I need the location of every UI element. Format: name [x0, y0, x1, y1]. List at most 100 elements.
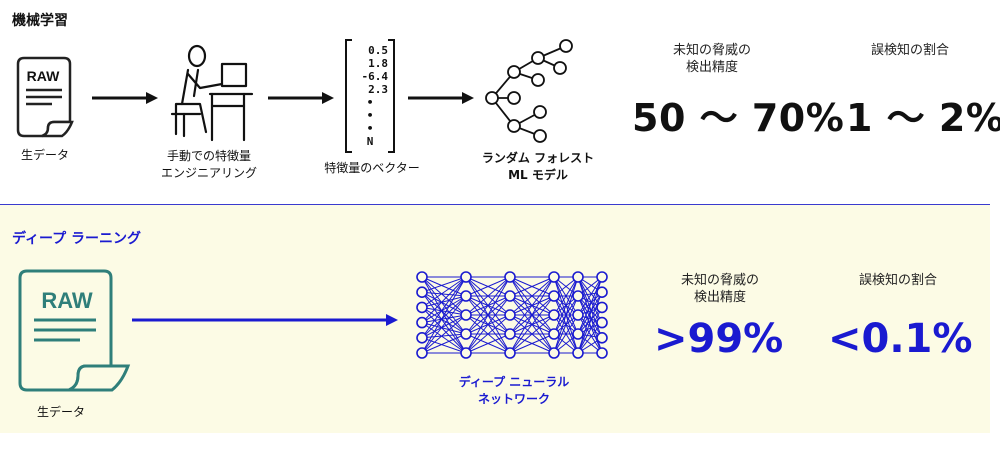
- nn-edge: [577, 276, 603, 335]
- vector-value: 0.5: [368, 44, 388, 57]
- nn-node: [596, 286, 608, 299]
- nn-node: [416, 347, 428, 359]
- dl-metric1-value: >99%: [654, 316, 784, 362]
- vector-value: 2.3: [368, 83, 388, 96]
- nn-node: [596, 301, 608, 314]
- dl-metric2-head: 誤検知の割合: [858, 273, 937, 288]
- ml-metric1-value: 50 〜 70%: [632, 96, 845, 140]
- nn-node: [548, 309, 560, 321]
- nn-node: [572, 271, 584, 283]
- nn-node: [416, 301, 428, 314]
- nn-edge: [421, 333, 467, 354]
- nn-node: [596, 271, 608, 283]
- vector-dot: •: [366, 109, 374, 122]
- nn-node: [572, 309, 584, 321]
- nn-node: [504, 309, 516, 321]
- nn-node: [460, 347, 472, 359]
- vector-value: -6.4: [361, 70, 389, 83]
- nn-node: [416, 271, 428, 283]
- vector-values: 0.5 1.8 -6.4 2.3 • • • N: [352, 44, 389, 148]
- nn-node: [416, 332, 428, 344]
- nn-edge: [465, 276, 511, 335]
- nn-node: [504, 347, 516, 359]
- neural-network-icon: [416, 271, 608, 359]
- dl-title: ディープ ラーニング: [12, 231, 142, 247]
- nn-edge: [421, 291, 467, 316]
- nn-edge: [577, 292, 603, 354]
- nn-edge: [553, 276, 579, 354]
- nn-edge: [577, 307, 603, 335]
- nn-edge: [577, 307, 603, 354]
- nn-label-1: ディープ ニューラル: [458, 375, 570, 389]
- arrow-right-icon: [92, 92, 158, 104]
- nn-edge: [553, 295, 579, 354]
- nn-node: [416, 316, 428, 329]
- nn-edge: [421, 276, 467, 335]
- nn-node: [572, 290, 584, 302]
- decision-tree-icon: [485, 39, 573, 143]
- nn-edge: [465, 276, 511, 316]
- nn-edge: [509, 314, 555, 354]
- nn-edge: [553, 314, 579, 354]
- nn-edge: [577, 295, 603, 354]
- document-icon: [16, 56, 74, 138]
- arrow-right-icon: [132, 314, 398, 326]
- ml-metric2-head: 誤検知の割合: [870, 43, 949, 58]
- engineering-label-1: 手動での特徴量: [166, 149, 251, 163]
- nn-edge: [509, 276, 555, 297]
- nn-edge: [465, 333, 511, 354]
- nn-edge: [421, 295, 467, 324]
- nn-edge: [465, 276, 511, 354]
- vector-dot: •: [366, 122, 374, 135]
- nn-edge: [577, 314, 603, 354]
- nn-edge: [421, 322, 467, 335]
- nn-edge: [465, 314, 511, 354]
- ml-metric1-head-2: 検出精度: [685, 60, 738, 75]
- vector-bracket-icon: [345, 39, 395, 153]
- nn-edge: [509, 276, 555, 354]
- document-icon: [18, 269, 131, 392]
- raw-data-label: 生データ: [20, 148, 69, 162]
- nn-node: [460, 328, 472, 340]
- nn-node: [548, 347, 560, 359]
- nn-edge: [421, 314, 467, 354]
- vector-label: 特徴量のベクター: [324, 161, 420, 175]
- arrow-right-icon: [268, 92, 334, 104]
- nn-edge: [421, 333, 467, 339]
- nn-edge: [509, 276, 555, 316]
- nn-edge: [421, 291, 467, 297]
- nn-node: [504, 271, 516, 283]
- nn-edge: [421, 295, 467, 339]
- nn-edge: [421, 337, 467, 354]
- nn-node: [596, 316, 608, 329]
- arrow-right-icon: [408, 92, 474, 104]
- nn-edge: [421, 291, 467, 335]
- nn-edge: [577, 295, 603, 339]
- raw-badge: RAW: [26, 68, 60, 84]
- nn-edge: [465, 276, 511, 297]
- nn-node: [416, 286, 428, 299]
- raw-data-label: 生データ: [36, 405, 85, 419]
- nn-edge: [421, 314, 467, 339]
- nn-node: [596, 332, 608, 344]
- nn-edge: [421, 276, 467, 354]
- nn-edge: [509, 276, 555, 335]
- vector-value: 1.8: [368, 57, 388, 70]
- model-label-1: ランダム フォレスト: [481, 151, 595, 165]
- nn-node: [460, 271, 472, 283]
- nn-edge: [421, 306, 467, 335]
- dl-metric1-head-2: 検出精度: [693, 290, 746, 305]
- nn-node: [548, 290, 560, 302]
- nn-node: [548, 271, 560, 283]
- nn-edge: [553, 276, 579, 335]
- ml-metric2-value: 1 〜 2%: [846, 96, 1000, 140]
- nn-edge: [421, 276, 467, 297]
- nn-node: [596, 347, 608, 359]
- nn-edge: [421, 276, 467, 323]
- nn-node: [460, 290, 472, 302]
- nn-edge: [509, 333, 555, 354]
- nn-node: [504, 328, 516, 340]
- nn-edge: [421, 276, 467, 339]
- ml-title: 機械学習: [12, 13, 68, 29]
- dl-metric1-head-1: 未知の脅威の: [680, 273, 759, 288]
